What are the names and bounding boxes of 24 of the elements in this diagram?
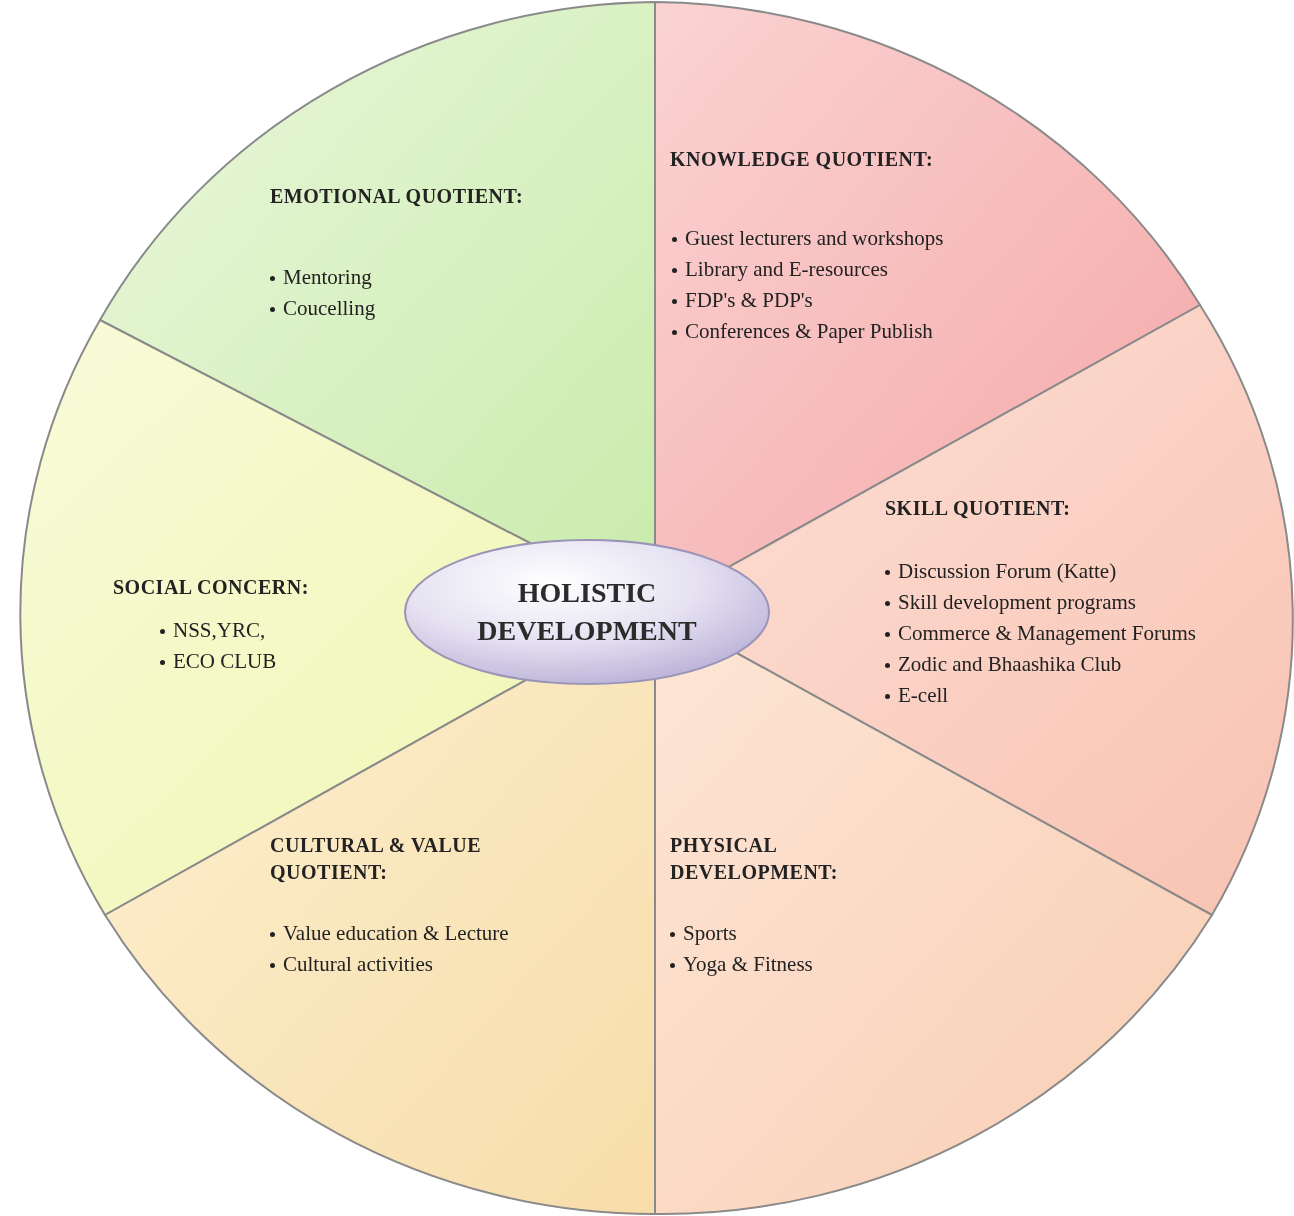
sector-heading: SOCIAL CONCERN: <box>113 575 310 600</box>
bullet-item: FDP's & PDP's <box>685 287 813 314</box>
bullet-item: Conferences & Paper Publish <box>685 318 933 345</box>
bullet-item: Sports <box>683 920 737 947</box>
sector-heading: PHYSICAL DEVELOPMENT: <box>670 833 839 885</box>
bullet-item: ECO CLUB <box>173 648 277 675</box>
bullet-item: Skill development programs <box>898 589 1136 616</box>
bullet-item: E-cell <box>898 682 949 709</box>
bullet-item: Guest lecturers and workshops <box>685 225 944 252</box>
bullet-item: Commerce & Management Forums <box>898 620 1197 647</box>
sector-heading: SKILL QUOTIENT: <box>885 496 1072 521</box>
bullet-item: Value education & Lecture <box>283 920 509 947</box>
bullet-item: Yoga & Fitness <box>683 951 813 978</box>
bullet-item: Zodic and Bhaashika Club <box>898 651 1122 678</box>
bullet-item: Cultural activities <box>283 951 433 978</box>
bullet-item: Discussion Forum (Katte) <box>898 558 1117 585</box>
bullet-item: Coucelling <box>283 295 376 322</box>
center-title: HOLISTIC DEVELOPMENT <box>477 576 697 648</box>
bullet-item: Library and E-resources <box>685 256 888 283</box>
sector-heading: KNOWLEDGE QUOTIENT: <box>670 147 935 172</box>
sector-heading: EMOTIONAL QUOTIENT: <box>270 184 525 209</box>
bullet-item: NSS,YRC, <box>173 617 266 644</box>
bullet-item: Mentoring <box>283 264 372 291</box>
sector-heading: CULTURAL & VALUE QUOTIENT: <box>270 833 483 885</box>
